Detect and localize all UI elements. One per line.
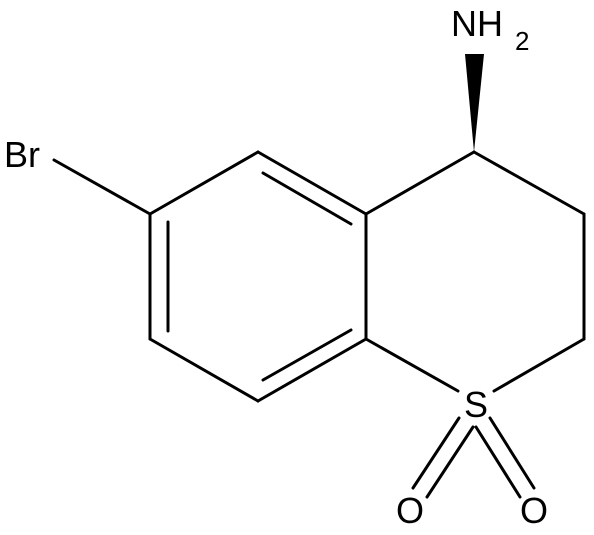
bond-c6-c5 <box>148 150 260 216</box>
bond-s-o2-a <box>474 425 522 499</box>
atom-label-n: NH <box>451 3 503 44</box>
bond-c8-c7 <box>148 337 260 403</box>
bond-s-o1-a <box>411 416 461 490</box>
wedge-bond-c4-n <box>465 54 484 152</box>
bond-s-o2-b <box>488 416 536 490</box>
atom-label-n-subscript: 2 <box>515 26 529 56</box>
bond-c4a-c4 <box>364 150 476 216</box>
atom-label-br: Br <box>4 134 40 175</box>
atom-label-o2: O <box>520 490 548 531</box>
bond-c6-br <box>52 158 152 216</box>
bond-c8a-c8-inner <box>261 328 353 382</box>
bond-c4-c3 <box>472 150 586 216</box>
bond-c5-c4a-inner <box>261 171 353 226</box>
bond-s-o1-b <box>425 425 475 499</box>
bond-s-c8a <box>364 337 460 393</box>
atom-label-s: S <box>464 384 488 425</box>
bond-c5-c4a <box>256 150 368 216</box>
atom-label-o1: O <box>396 490 424 531</box>
bond-c2-s <box>492 337 586 393</box>
bond-c8a-c8 <box>256 337 368 403</box>
